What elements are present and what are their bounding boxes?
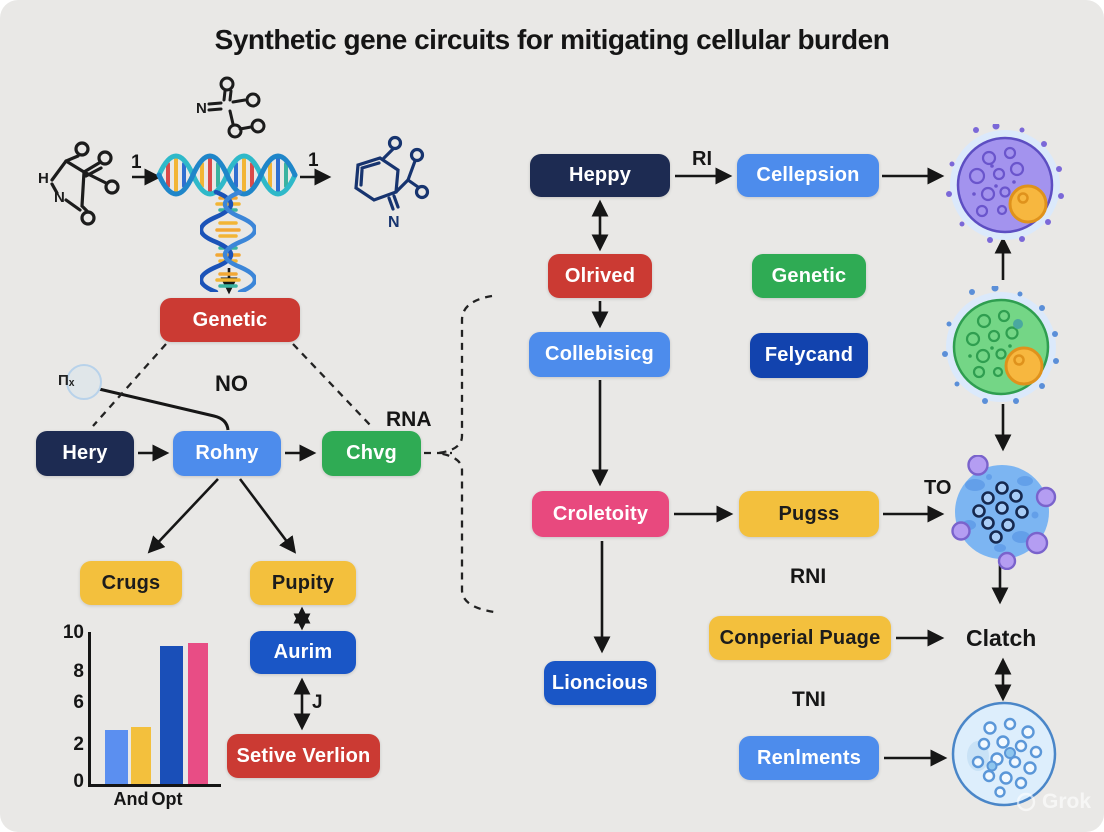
xlabel-and: And — [113, 789, 149, 809]
bar-1 — [131, 727, 151, 784]
ytick-0: 0 — [73, 771, 84, 792]
node-label: Collebisicg — [545, 343, 654, 365]
node-croletoity[interactable]: Croletoity — [532, 491, 669, 537]
node-rohny[interactable]: Rohny — [173, 431, 281, 476]
node-setive-verlion[interactable]: Setive Verlion — [227, 734, 380, 778]
label-no: NO — [215, 371, 248, 396]
black-molecule-top-icon: N — [196, 76, 266, 139]
line-promoter-rohny — [98, 387, 230, 431]
bar-chart: 10 8 6 2 0 And Opt — [60, 620, 235, 815]
svg-text:H: H — [38, 170, 49, 187]
black-molecule-left-icon: HN — [38, 141, 120, 226]
label-j: J — [312, 692, 323, 713]
watermark-text: Grok — [1042, 790, 1092, 813]
node-label: Renlments — [756, 746, 862, 769]
node-lioncious[interactable]: Lioncious — [544, 661, 656, 705]
ytick-6: 6 — [73, 692, 84, 713]
dashed-genetic-chvg — [292, 343, 372, 427]
chart-axes — [88, 632, 221, 787]
label-clatch: Clatch — [966, 625, 1037, 651]
label-promoter: Πₓ — [58, 372, 75, 389]
label-to: TO — [924, 477, 952, 499]
node-label: Aurim — [273, 641, 333, 663]
bar-0 — [105, 730, 128, 784]
dna-horizontal-icon — [156, 153, 298, 197]
watermark: Grok — [1016, 790, 1091, 814]
node-label: Cellepsion — [756, 164, 860, 186]
node-chvg[interactable]: Chvg — [322, 431, 421, 476]
node-heppy[interactable]: Heppy — [530, 154, 670, 197]
node-renlments[interactable]: Renlments — [739, 736, 879, 780]
label-rni: RNI — [790, 565, 827, 588]
xlabel-opt: Opt — [151, 789, 183, 809]
node-felycand[interactable]: Felycand — [750, 333, 868, 378]
label-tni: TNI — [792, 688, 826, 711]
svg-text:N: N — [54, 189, 65, 206]
green-cell-icon — [942, 286, 1059, 404]
bar-3 — [188, 643, 208, 784]
node-crugs[interactable]: Crugs — [80, 561, 182, 605]
bar-2 — [160, 646, 183, 784]
arrow-rohny-pupity — [238, 478, 297, 554]
node-olrived[interactable]: Olrived — [548, 254, 652, 298]
svg-text:N: N — [196, 100, 207, 117]
label-ri: RI — [692, 148, 712, 170]
light-blue-cell-icon — [951, 701, 1057, 807]
blue-molecule-icon: N — [354, 135, 430, 231]
node-label: Lioncious — [551, 671, 649, 694]
brace-dashed — [437, 294, 495, 614]
node-cellepsion[interactable]: Cellepsion — [737, 154, 879, 197]
node-label: Croletoity — [552, 502, 649, 525]
node-hery[interactable]: Hery — [36, 431, 134, 476]
label-rna: RNA — [386, 408, 432, 431]
watermark-logo-icon — [1016, 792, 1036, 812]
label-step1-left: 1 — [131, 152, 142, 173]
label-step1-right: 1 — [308, 150, 319, 171]
node-label: Pupity — [271, 571, 335, 594]
node-label: Olrived — [564, 264, 636, 287]
node-label: Conperial Puage — [719, 626, 881, 649]
node-label: Heppy — [568, 164, 632, 186]
node-label: Felycand — [764, 344, 854, 366]
node-genetic-left[interactable]: Genetic — [160, 298, 300, 342]
node-collebisicg[interactable]: Collebisicg — [529, 332, 670, 377]
ytick-8: 8 — [73, 661, 84, 682]
node-label: Chvg — [346, 442, 397, 464]
node-pugss[interactable]: Pugss — [739, 491, 879, 537]
node-label: Crugs — [101, 571, 161, 594]
node-label: Hery — [62, 442, 108, 464]
ytick-10: 10 — [62, 622, 84, 643]
node-conperial-puage[interactable]: Conperial Puage — [709, 616, 891, 660]
node-label: Setive Verlion — [236, 744, 371, 767]
blue-vesicle-cell-icon — [951, 455, 1057, 570]
arrow-rohny-crugs — [147, 478, 219, 554]
svg-text:N: N — [388, 214, 400, 231]
dashed-genetic-hery — [92, 343, 167, 427]
dna-vertical-icon — [200, 190, 256, 292]
node-pupity[interactable]: Pupity — [250, 561, 356, 605]
node-label: Genetic — [192, 308, 268, 331]
chart-bars — [91, 634, 218, 784]
ytick-2: 2 — [73, 734, 84, 755]
node-label: Pugss — [778, 502, 840, 525]
node-label: Rohny — [195, 442, 259, 464]
purple-cell-icon — [946, 124, 1064, 243]
node-aurim[interactable]: Aurim — [250, 631, 356, 674]
node-label: Genetic — [771, 264, 847, 287]
page-title: Synthetic gene circuits for mitigating c… — [214, 24, 890, 55]
node-genetic-right[interactable]: Genetic — [752, 254, 866, 298]
